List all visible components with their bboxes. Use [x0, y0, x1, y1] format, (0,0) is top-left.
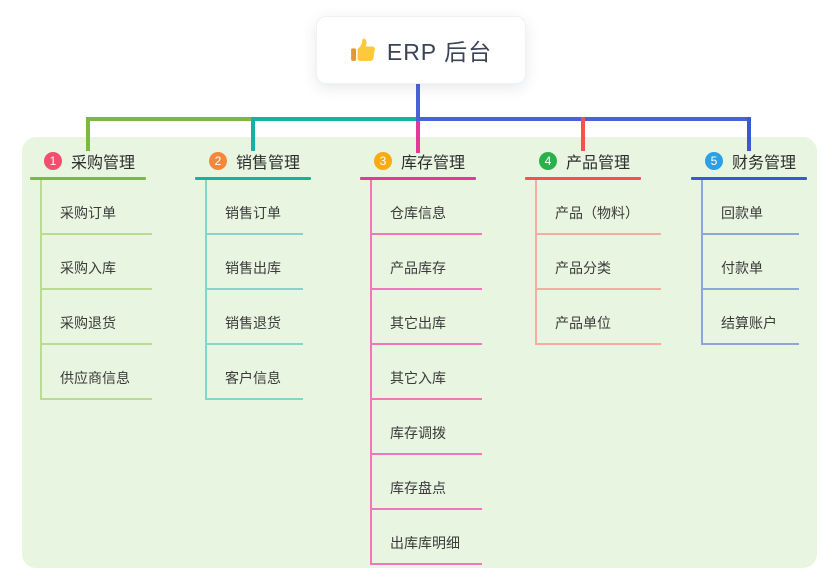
child-node[interactable]: 产品（物料） — [537, 180, 661, 235]
branch-1: 1 采购管理采购订单采购入库采购退货供应商信息 — [30, 148, 190, 400]
child-node[interactable]: 采购入库 — [42, 235, 152, 290]
branch-title-underline — [360, 177, 476, 180]
branch-children: 回款单付款单结算账户 — [701, 180, 799, 345]
child-node[interactable]: 回款单 — [703, 180, 799, 235]
branch-title-1[interactable]: 1 采购管理 — [30, 148, 190, 174]
branch-5: 5 财务管理回款单付款单结算账户 — [691, 148, 839, 345]
branch-children: 采购订单采购入库采购退货供应商信息 — [40, 180, 152, 400]
branch-title-label: 库存管理 — [401, 155, 466, 172]
child-node[interactable]: 其它出库 — [372, 290, 482, 345]
child-node[interactable]: 出库库明细 — [372, 510, 482, 565]
branch-children: 销售订单销售出库销售退货客户信息 — [205, 180, 303, 400]
branch-title-5[interactable]: 5 财务管理 — [691, 148, 839, 174]
branch-title-underline — [30, 177, 146, 180]
child-node[interactable]: 产品单位 — [537, 290, 661, 345]
branch-number-badge: 4 — [539, 152, 557, 170]
thumbs-up-icon — [350, 37, 376, 63]
child-node[interactable]: 采购订单 — [42, 180, 152, 235]
branch-3: 3 库存管理仓库信息产品库存其它出库其它入库库存调拨库存盘点出库库明细 — [360, 148, 520, 565]
branch-number-badge: 5 — [705, 152, 723, 170]
branch-title-label: 采购管理 — [71, 155, 136, 172]
child-node[interactable]: 库存调拨 — [372, 400, 482, 455]
branch-title-label: 产品管理 — [566, 155, 631, 172]
branch-title-4[interactable]: 4 产品管理 — [525, 148, 685, 174]
branches-panel — [22, 137, 817, 568]
root-label: ERP 后台 — [386, 39, 493, 65]
child-node[interactable]: 销售订单 — [207, 180, 303, 235]
branch-children: 产品（物料）产品分类产品单位 — [535, 180, 661, 345]
child-node[interactable]: 产品库存 — [372, 235, 482, 290]
branch-2: 2 销售管理销售订单销售出库销售退货客户信息 — [195, 148, 355, 400]
branch-title-3[interactable]: 3 库存管理 — [360, 148, 520, 174]
branch-children: 仓库信息产品库存其它出库其它入库库存调拨库存盘点出库库明细 — [370, 180, 482, 565]
branch-4: 4 产品管理产品（物料）产品分类产品单位 — [525, 148, 685, 345]
branch-title-label: 销售管理 — [236, 155, 301, 172]
child-node[interactable]: 产品分类 — [537, 235, 661, 290]
branch-title-underline — [691, 177, 807, 180]
child-node[interactable]: 销售出库 — [207, 235, 303, 290]
child-node[interactable]: 付款单 — [703, 235, 799, 290]
branch-number-badge: 1 — [44, 152, 62, 170]
branch-title-underline — [195, 177, 311, 180]
branch-title-2[interactable]: 2 销售管理 — [195, 148, 355, 174]
root-node[interactable]: ERP 后台 — [316, 16, 526, 84]
branch-title-label: 财务管理 — [732, 155, 797, 172]
child-node[interactable]: 客户信息 — [207, 345, 303, 400]
branch-number-badge: 3 — [374, 152, 392, 170]
child-node[interactable]: 采购退货 — [42, 290, 152, 345]
child-node[interactable]: 库存盘点 — [372, 455, 482, 510]
branch-number-badge: 2 — [209, 152, 227, 170]
child-node[interactable]: 供应商信息 — [42, 345, 152, 400]
child-node[interactable]: 结算账户 — [703, 290, 799, 345]
branch-title-underline — [525, 177, 641, 180]
child-node[interactable]: 销售退货 — [207, 290, 303, 345]
child-node[interactable]: 仓库信息 — [372, 180, 482, 235]
child-node[interactable]: 其它入库 — [372, 345, 482, 400]
